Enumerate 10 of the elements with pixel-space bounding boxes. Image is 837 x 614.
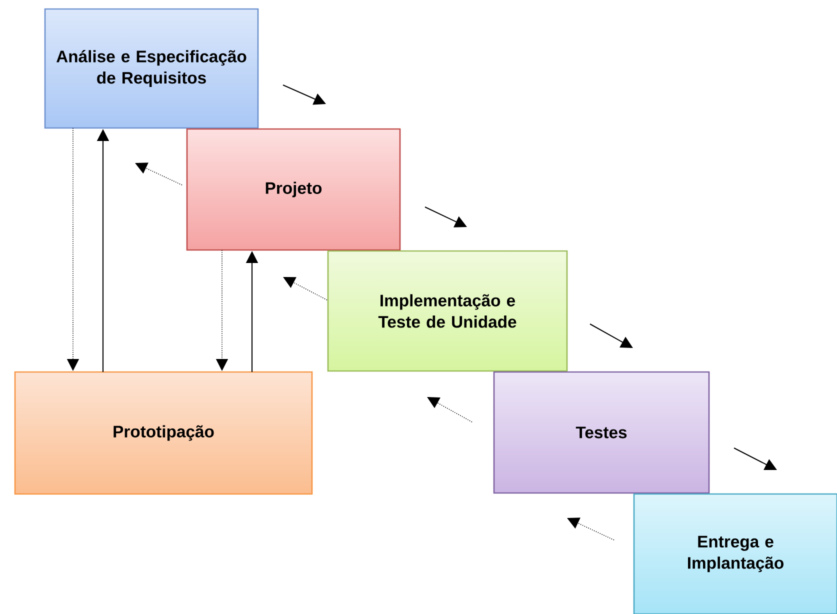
process-box: Implementação e Teste de Unidade	[327, 250, 568, 372]
arrow	[427, 397, 472, 422]
process-box: Análise e Especificação de Requisitos	[44, 8, 259, 129]
process-box: Projeto	[186, 128, 401, 251]
arrow	[135, 162, 182, 186]
process-box: Prototipação	[14, 371, 313, 495]
process-box: Entrega e Implantação	[633, 493, 837, 614]
arrow	[567, 518, 614, 540]
arrow	[283, 277, 328, 300]
process-box: Testes	[493, 371, 710, 494]
